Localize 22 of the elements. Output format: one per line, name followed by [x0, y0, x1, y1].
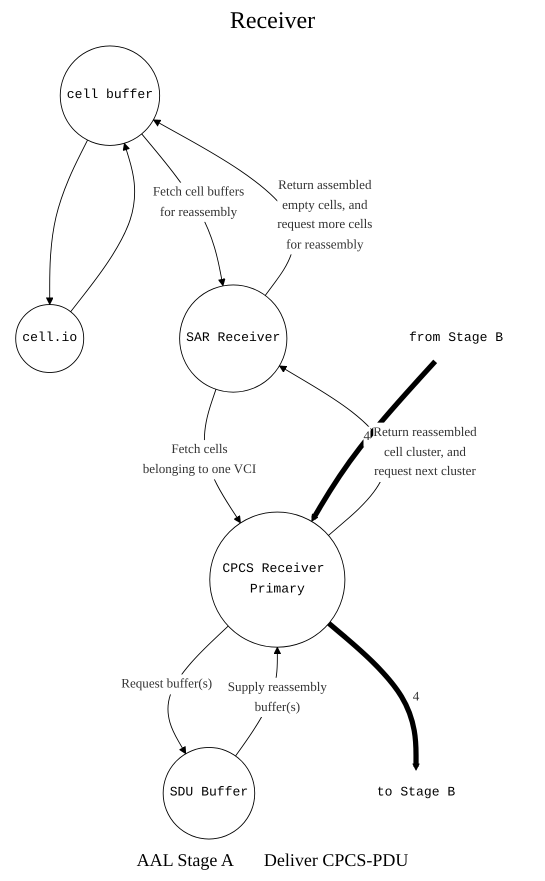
edge-label: Return reassembled cell cluster, and request next cluster [373, 425, 477, 478]
diagram-title: Receiver [230, 8, 316, 35]
node-circle: cell buffer [60, 46, 160, 146]
edge-label: Fetch cells belonging to one VCI [142, 442, 256, 476]
arrow [70, 142, 136, 312]
node-circle: SDU Buffer [162, 747, 256, 840]
edge-label: Return assembled empty cells, and request more cells for reassembly [277, 178, 372, 252]
edge-label: 4 [363, 429, 370, 444]
arrow [46, 140, 88, 305]
node-circle: SAR Receiver [179, 284, 288, 393]
arrow [327, 621, 420, 771]
node-circle: cell.io [15, 304, 84, 373]
arrow [311, 360, 438, 522]
node-text: to Stage B [376, 785, 456, 800]
note-text: AAL Stage A [136, 850, 234, 871]
node-text: from Stage B [408, 330, 504, 346]
edge-label: Request buffer(s) [121, 676, 212, 691]
edge-label: Supply reassembly buffer(s) [228, 680, 327, 714]
edge-label: Fetch cell buffers for reassembly [152, 185, 244, 219]
edge-label: 4 [412, 690, 420, 704]
note-text: Deliver CPCS-PDU [264, 850, 408, 871]
node-circle: CPCS Receiver Primary [209, 512, 346, 648]
